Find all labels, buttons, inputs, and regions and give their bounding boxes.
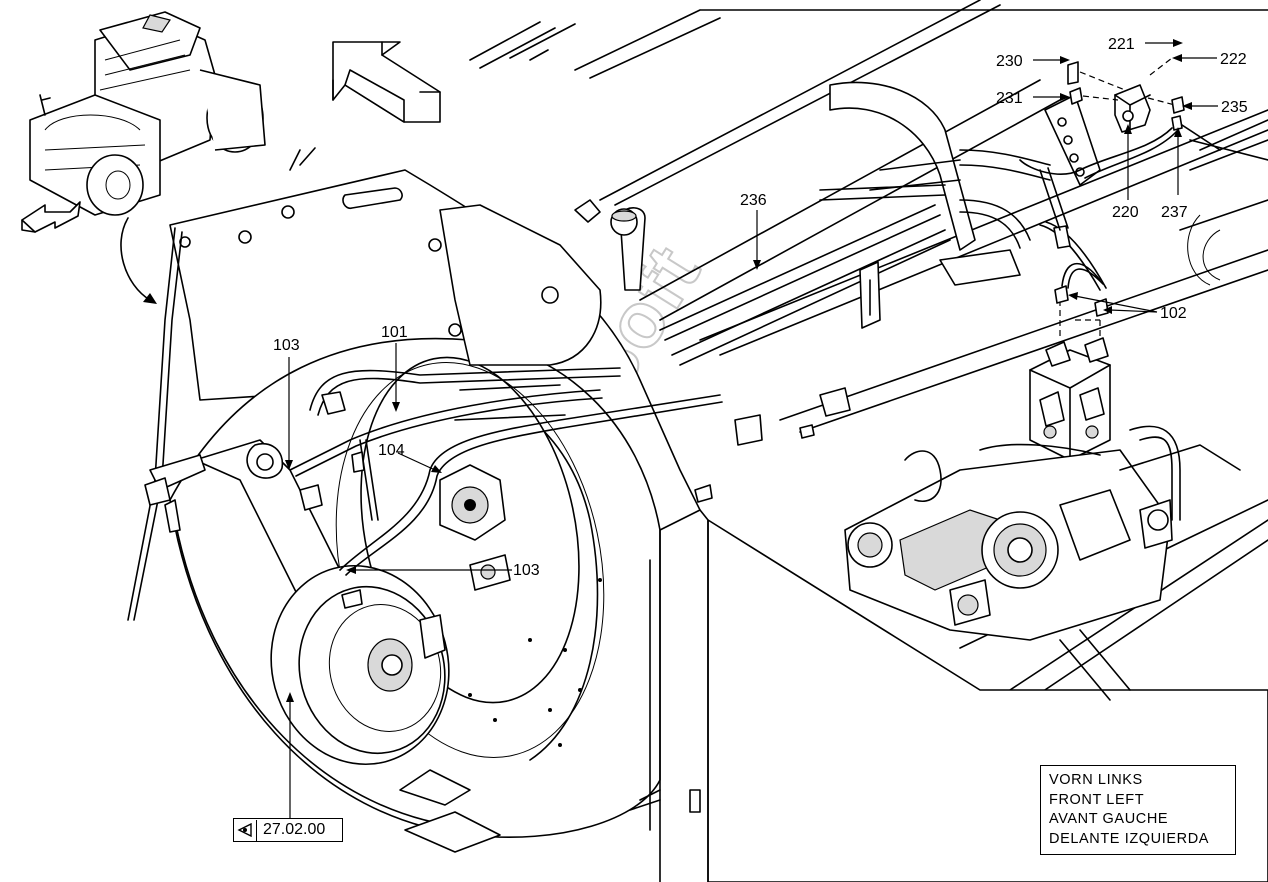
reference-tag[interactable]: 27.02.00: [233, 818, 343, 842]
hydraulic-pipe-236: [659, 204, 951, 366]
callout-101: 101: [381, 324, 408, 341]
top-rail: [819, 81, 1051, 286]
machine-overview-illustration: [29, 11, 266, 216]
callout-231: 231: [996, 90, 1023, 107]
callout-103-lower: 103: [513, 562, 540, 579]
front-plate: [439, 199, 646, 366]
orientation-legend: VORN LINKS FRONT LEFT AVANT GAUCHE DELAN…: [1040, 765, 1236, 855]
legend-line-german: VORN LINKS: [1049, 772, 1143, 788]
callout-221: 221: [1108, 36, 1135, 53]
callout-103-upper: 103: [273, 337, 300, 354]
pump-assembly: [734, 261, 1241, 701]
legend-line-spanish: DELANTE IZQUIERDA: [1049, 830, 1210, 847]
callout-236: 236: [740, 192, 767, 209]
hydraulic-hoses-left: [289, 367, 723, 591]
direction-arrow-left: [21, 201, 81, 233]
reference-number: 27.02.00: [263, 821, 326, 838]
callouts: 101 103 103 104 236 102 220 221 222: [273, 36, 1248, 818]
pulley: [270, 564, 450, 766]
detail-pointer-arrow: [120, 217, 157, 304]
frame-structure: [469, 0, 1268, 701]
callout-104: 104: [378, 442, 405, 459]
linkage-arm: [127, 227, 346, 621]
drum-assembly: [169, 337, 661, 838]
callout-102: 102: [1160, 305, 1187, 322]
legend-line-french: AVANT GAUCHE: [1049, 811, 1169, 827]
forward-direction-arrow: [332, 41, 441, 123]
callout-237: 237: [1161, 204, 1188, 221]
callout-235: 235: [1221, 99, 1248, 116]
callout-222: 222: [1220, 51, 1247, 68]
legend-line-english: FRONT LEFT: [1049, 791, 1145, 808]
callout-230: 230: [996, 53, 1023, 70]
sensor-detail-group: [1019, 57, 1268, 231]
callout-220: 220: [1112, 204, 1139, 221]
view-eye-icon: [234, 819, 257, 841]
valve-block: [1029, 221, 1111, 461]
